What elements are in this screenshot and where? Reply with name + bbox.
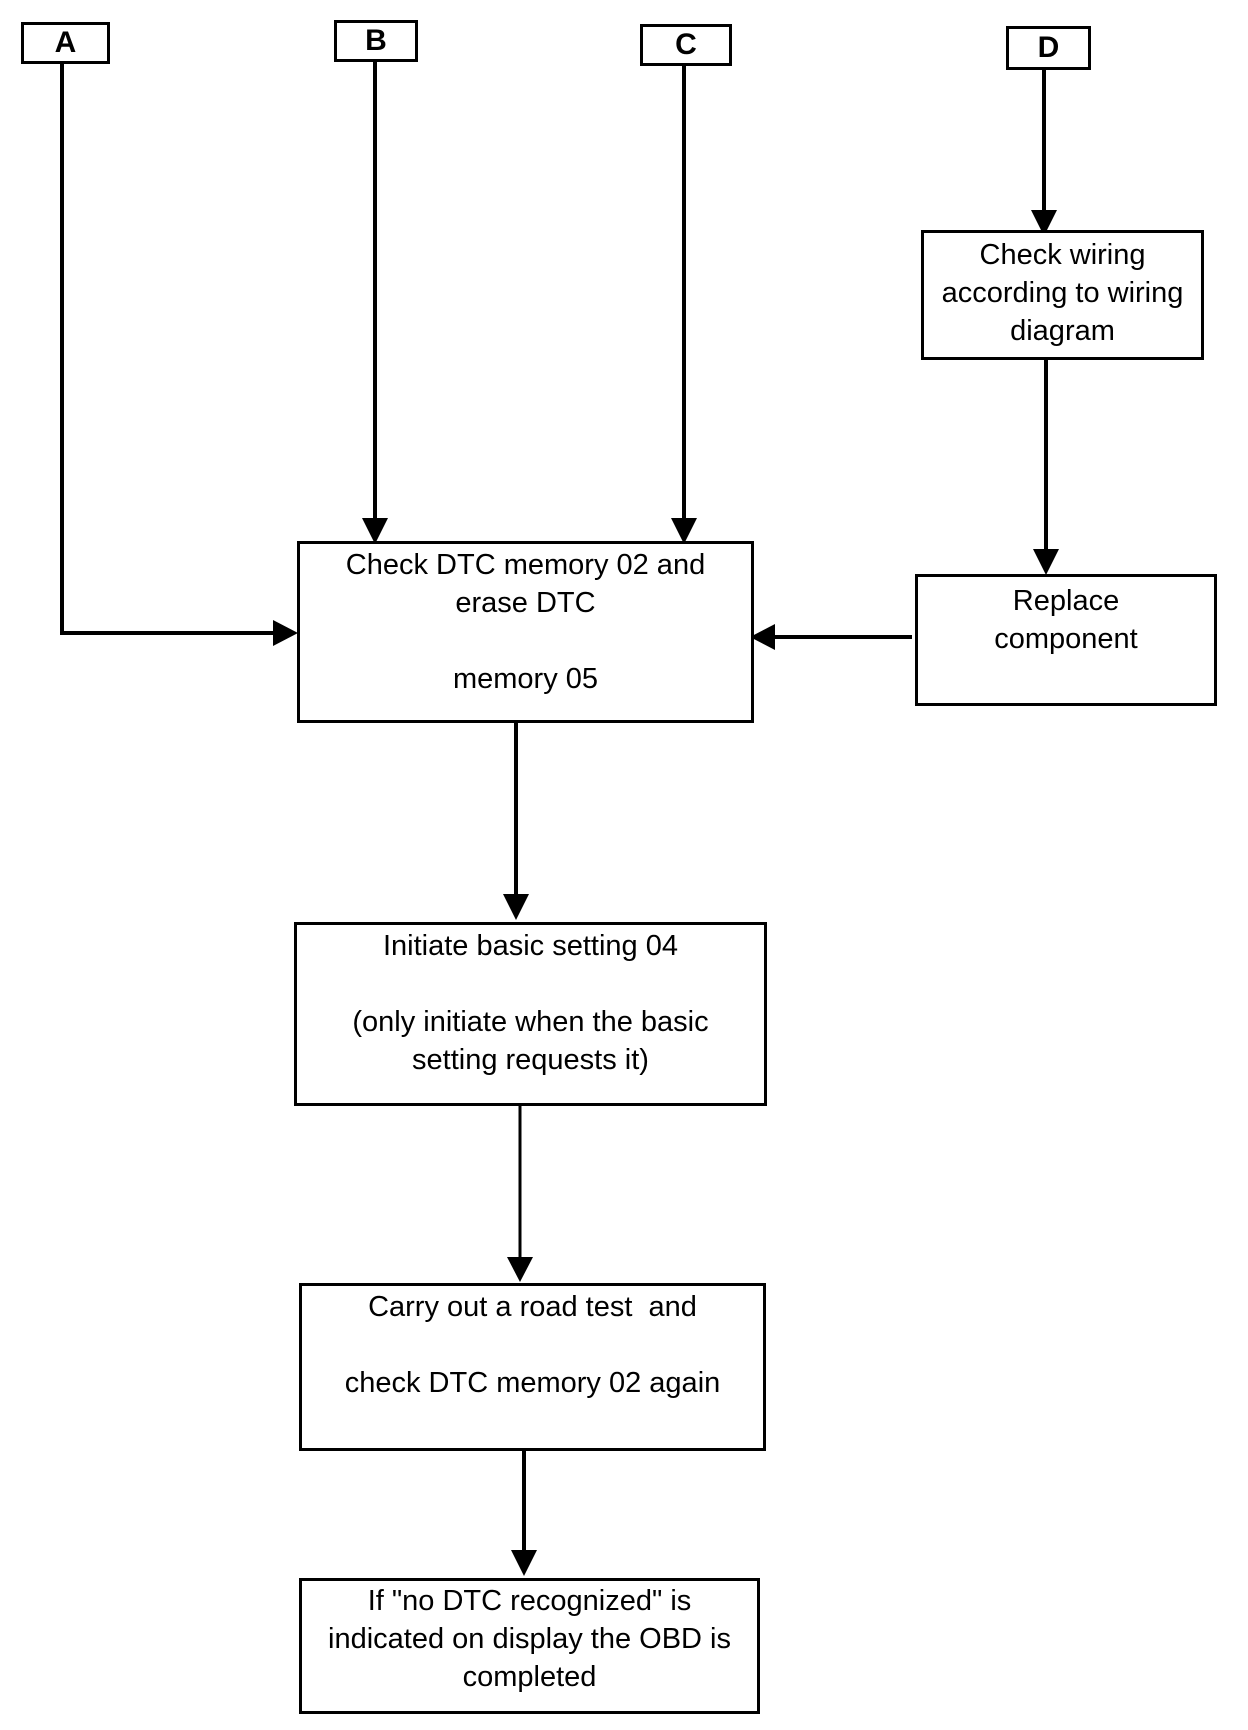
box-line: check DTC memory 02 again [344,1367,721,1399]
label-c: C [675,28,697,61]
initiate-basic-setting-box: Initiate basic setting 04 (only initiate… [294,922,767,1106]
label-box-a: A [21,22,110,64]
arrowhead-d [1031,210,1057,236]
box-line: If "no DTC recognized" is [367,1585,692,1617]
road-test-box: Carry out a road test and check DTC memo… [299,1283,766,1451]
label-box-b: B [334,20,418,62]
arrowhead-initiate [503,894,529,920]
box-line [297,965,764,1003]
obd-completed-box: If "no DTC recognized" is indicated on d… [299,1578,760,1714]
arrowhead-replace [1033,549,1059,575]
box-line: Carry out a road test and [368,1291,697,1323]
arrowhead-c [671,518,697,544]
arrowhead-obd [511,1550,537,1576]
box-line: Initiate basic setting 04 [382,930,678,962]
check-wiring-box: Check wiring according to wiring diagram [921,230,1204,360]
box-line: Check wiring [979,239,1146,271]
box-line [300,622,751,660]
arrowhead-a [273,620,298,646]
label-b: B [365,24,387,57]
label-d: D [1037,31,1060,64]
check-dtc-memory-box: Check DTC memory 02 and erase DTC memory… [297,541,754,723]
box-line: setting requests it) [412,1044,649,1076]
box-line: memory 05 [452,663,599,695]
box-line: component [994,623,1138,655]
label-box-c: C [640,24,732,66]
box-line: completed [462,1661,597,1693]
box-line: (only initiate when the basic [352,1006,709,1038]
label-box-d: D [1006,26,1091,70]
box-line: Check DTC memory 02 and [345,549,706,581]
arrowhead-b [362,518,388,544]
replace-component-box: Replace component [915,574,1217,706]
arrowhead-dtc-left [750,624,775,650]
label-a: A [54,26,77,59]
box-line: according to wiring [941,277,1184,309]
connector-a [60,63,276,635]
box-line: Replace [1012,585,1120,617]
box-line: erase DTC [455,587,596,619]
box-line: indicated on display the OBD is [328,1623,731,1655]
arrowhead-roadtest [507,1257,533,1282]
box-line [302,1326,763,1364]
box-line: diagram [1010,315,1115,347]
